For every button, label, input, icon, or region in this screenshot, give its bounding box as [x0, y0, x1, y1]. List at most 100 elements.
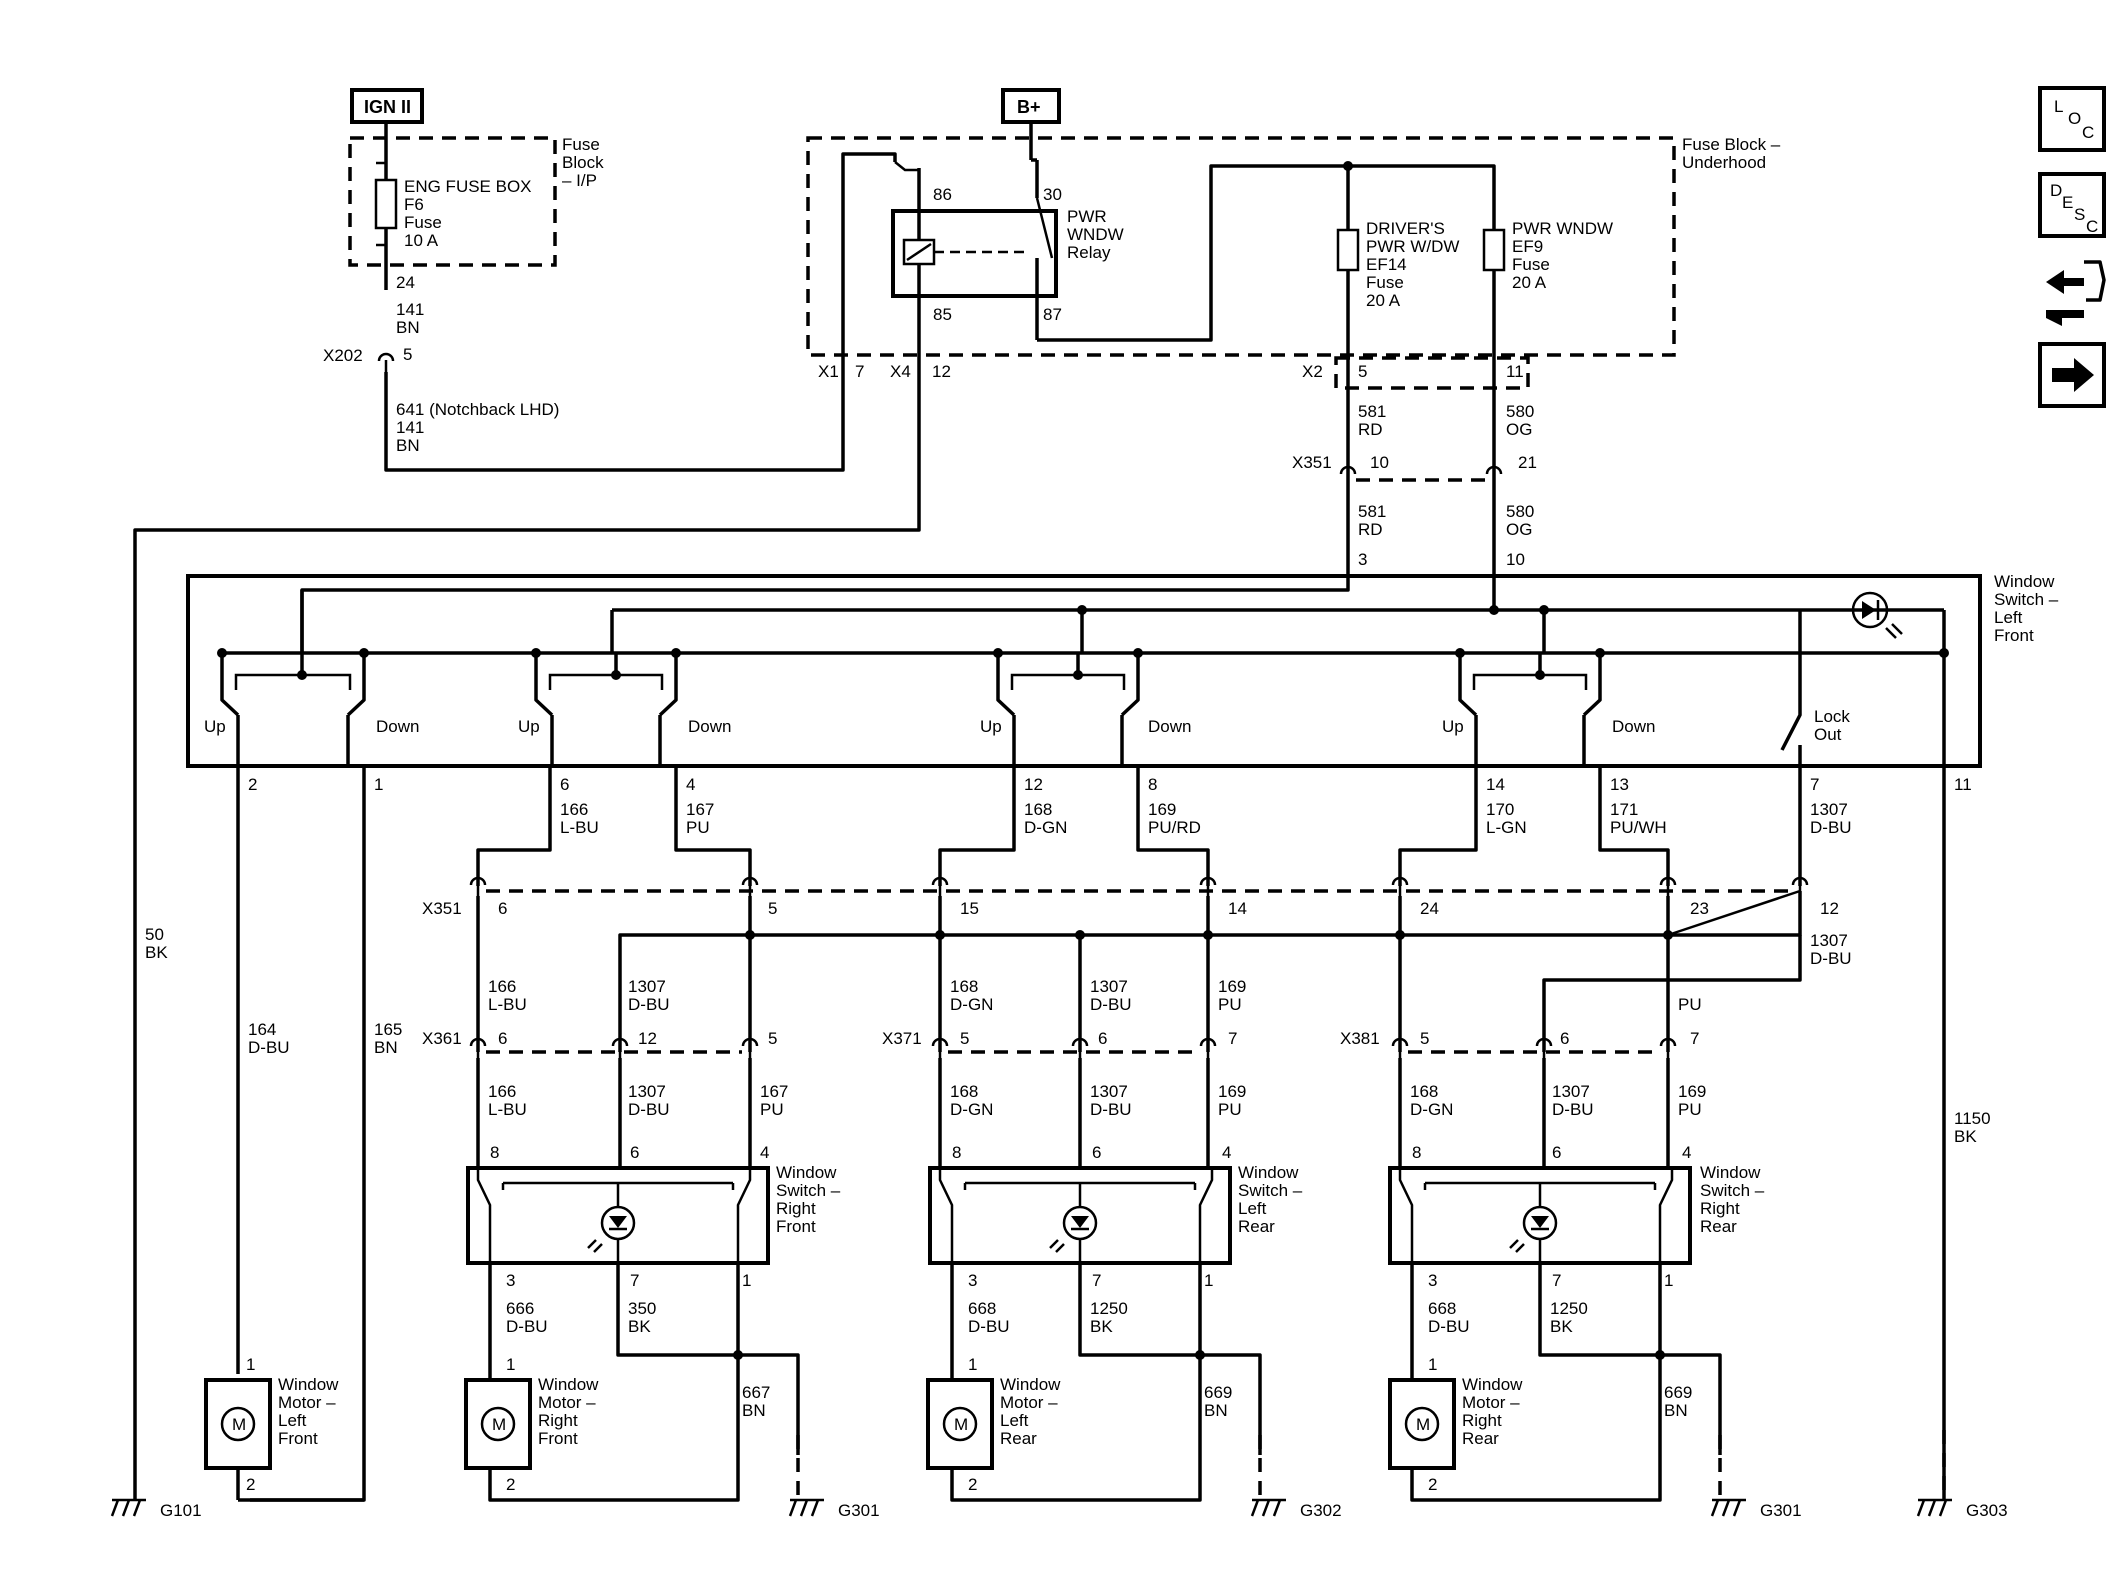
lf-pin-1: 1 — [374, 775, 383, 794]
lr-motor-wire-669: 669 — [1204, 1383, 1232, 1402]
loc-o: O — [2068, 109, 2081, 128]
window-switch-left-front: Window Switch – Left Front — [186, 572, 2059, 768]
motor-return-wire — [950, 1263, 1202, 1502]
lr-sw-pin-3: 3 — [968, 1271, 977, 1290]
lr-motor-pin-1: 1 — [968, 1355, 977, 1374]
lr-lower-168: 168 — [950, 1082, 978, 1101]
ground-g302: G302 — [1300, 1501, 1342, 1520]
loc-icon[interactable]: L O C — [2038, 86, 2106, 152]
rr-motor-wire-669: 669 — [1664, 1383, 1692, 1402]
down-contact — [1582, 653, 1602, 717]
fuse-ef14-label-2: PWR W/DW — [1366, 237, 1459, 256]
up-contact — [996, 653, 1016, 717]
ground-g302-icon — [1250, 1498, 1288, 1518]
lf-contact-pair-3 — [993, 648, 1143, 766]
lr-sw-pin-7: 7 — [1092, 1271, 1101, 1290]
junction — [359, 648, 369, 658]
wire-167-num: 167 — [686, 800, 714, 819]
lr-switch-label: Window — [1238, 1163, 1299, 1182]
ign-ii-label: IGN II — [364, 97, 411, 117]
rf-motor-wire-666-color: D-BU — [506, 1317, 548, 1336]
rr-motor-label: Window — [1462, 1375, 1523, 1394]
wire-641-color: BN — [396, 436, 420, 455]
feed-a-color: RD — [1358, 420, 1383, 439]
rf-sw-pin-4: 4 — [760, 1143, 769, 1162]
rr-motor-wire-1250-color: BK — [1550, 1317, 1573, 1336]
rr-motor-wire-668-color: D-BU — [1428, 1317, 1470, 1336]
rf-sw-pin-1: 1 — [742, 1271, 751, 1290]
fuse-block-ip-label-3: – I/P — [562, 171, 597, 190]
rf-motor-label-3: Right — [538, 1411, 578, 1430]
lr-upper-169-color: PU — [1218, 995, 1242, 1014]
relay-pin-86: 86 — [933, 185, 952, 204]
up-contact — [220, 653, 240, 717]
next-arrow-icon[interactable] — [2038, 342, 2106, 408]
wire-1150-color: BK — [1954, 1127, 1977, 1146]
x351-pin-15: 15 — [960, 899, 979, 918]
ground-g301b-icon — [1710, 1498, 1748, 1518]
ground-g301: G301 — [838, 1501, 880, 1520]
rr-sw-pin-3: 3 — [1428, 1271, 1437, 1290]
b-plus-label: B+ — [1017, 97, 1041, 117]
rr-motor-symbol: M — [1416, 1415, 1430, 1434]
switch-contact-right — [736, 1168, 752, 1263]
down-contact — [658, 653, 678, 717]
x351-pin-5: 5 — [768, 899, 777, 918]
rf-motor-label-4: Front — [538, 1429, 578, 1448]
ign-ii-source: IGN II — [350, 88, 424, 124]
lr-switch-label-2: Switch – — [1238, 1181, 1303, 1200]
x4-pin: 12 — [932, 362, 951, 381]
rf-lower-167: 167 — [760, 1082, 788, 1101]
desc-icon[interactable]: D E S C — [2038, 172, 2106, 238]
junction — [1073, 670, 1083, 680]
rf-motor-label-2: Motor – — [538, 1393, 596, 1412]
fuse-ef14-label-4: Fuse — [1366, 273, 1404, 292]
lf-pin-7: 7 — [1810, 775, 1819, 794]
ground-g301-b: G301 — [1760, 1501, 1802, 1520]
desc-s: S — [2074, 205, 2085, 224]
rr-sw-pin-7: 7 — [1552, 1271, 1561, 1290]
rf-switch-label-4: Front — [776, 1217, 816, 1236]
lf-up-2: Up — [518, 717, 540, 736]
switch-contact-left — [476, 1168, 492, 1263]
rr-switch-label-3: Right — [1700, 1199, 1740, 1218]
wire-641-label: 641 (Notchback LHD) — [396, 400, 559, 419]
wire-165-num: 165 — [374, 1020, 402, 1039]
connector-tool-icon[interactable] — [2046, 260, 2106, 326]
wire-168-num: 168 — [1024, 800, 1052, 819]
lr-switch-label-3: Left — [1238, 1199, 1267, 1218]
lf-pin-6: 6 — [560, 775, 569, 794]
junction — [993, 648, 1003, 658]
x361-pin-12: 12 — [638, 1029, 657, 1048]
lf-up-3: Up — [980, 717, 1002, 736]
fuse-f6-type: Fuse — [404, 213, 442, 232]
down-contact — [1120, 653, 1140, 717]
junction — [531, 648, 541, 658]
lf-down-1: Down — [376, 717, 419, 736]
motor-return-wire — [488, 1263, 740, 1502]
wire-171-color: PU/WH — [1610, 818, 1667, 837]
rr-motor-pin-2: 2 — [1428, 1475, 1437, 1494]
rr-sw-pin-1: 1 — [1664, 1271, 1673, 1290]
wire-167-color: PU — [686, 818, 710, 837]
x361-pin-6: 6 — [498, 1029, 507, 1048]
loc-c: C — [2082, 123, 2094, 142]
feed-a-num: 581 — [1358, 402, 1386, 421]
feed-b-num: 580 — [1506, 402, 1534, 421]
lr-motor-pin-2: 2 — [968, 1475, 977, 1494]
rf-motor-pin-1: 1 — [506, 1355, 515, 1374]
wire-1307-num: 1307 — [1810, 800, 1848, 819]
junction — [297, 670, 307, 680]
x202-label: X202 — [323, 346, 363, 365]
ground-g303: G303 — [1966, 1501, 2008, 1520]
wire-164-color: D-BU — [248, 1038, 290, 1057]
lr-sw-pin-4: 4 — [1222, 1143, 1231, 1162]
rf-upper-1307-color: D-BU — [628, 995, 670, 1014]
ground-g301-icon — [788, 1498, 826, 1518]
rf-lower-167-color: PU — [760, 1100, 784, 1119]
rr-lower-169: 169 — [1678, 1082, 1706, 1101]
wire-641-num: 141 — [396, 418, 424, 437]
x2-pin-11: 11 — [1506, 362, 1524, 381]
rf-motor-wire-666: 666 — [506, 1299, 534, 1318]
feed-a2-num: 581 — [1358, 502, 1386, 521]
